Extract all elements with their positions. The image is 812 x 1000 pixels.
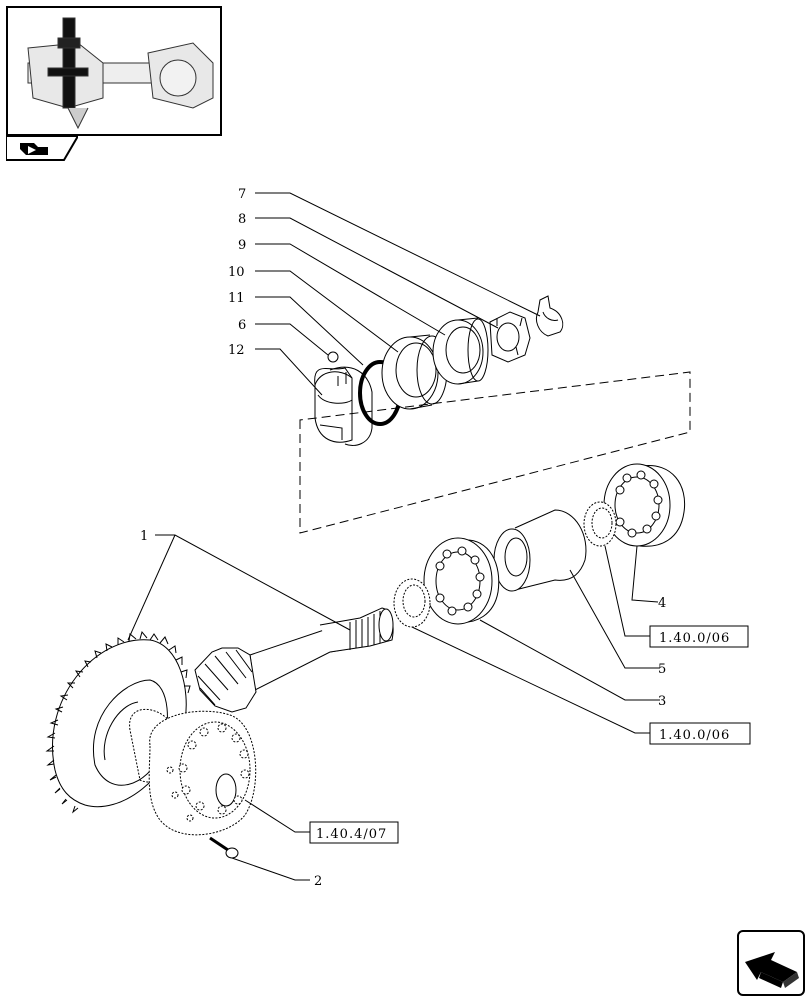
- axle-thumbnail-icon: [27, 17, 214, 130]
- callout-1: 1: [140, 529, 148, 544]
- callout-12: 12: [228, 343, 245, 358]
- assembly-dashed-outline: [299, 371, 691, 534]
- ref-box-c[interactable]: [309, 821, 399, 844]
- callout-3: 3: [658, 694, 666, 709]
- ref-box-a[interactable]: [649, 625, 749, 648]
- callout-11: 11: [228, 291, 245, 306]
- assembly-thumbnail[interactable]: [6, 6, 222, 136]
- differential-housing-part: [129, 708, 257, 836]
- split-collar-part: [314, 366, 373, 446]
- callout-10: 10: [228, 265, 245, 280]
- callout-6: 6: [238, 318, 246, 333]
- callout-8: 8: [238, 212, 246, 227]
- previous-page-button[interactable]: [737, 930, 805, 996]
- spacer-sleeve-part: [493, 509, 587, 592]
- shim-washer-right: [583, 501, 617, 547]
- bearing-cone-part: [432, 317, 489, 385]
- ref-label-c[interactable]: 1.40.4/07: [316, 827, 387, 842]
- previous-page-arrow-icon: [745, 952, 799, 988]
- bolt-part: [209, 836, 239, 859]
- ref-label-b[interactable]: 1.40.0/06: [659, 728, 730, 743]
- lock-washer-part: [535, 295, 564, 337]
- ref-box-b[interactable]: [649, 722, 751, 745]
- ring-nut-part: [489, 311, 531, 363]
- shim-washer-left: [393, 578, 431, 628]
- book-arrow-icon: [5, 135, 80, 161]
- bearing-left-part: [423, 537, 500, 625]
- callout-2: 2: [314, 874, 322, 889]
- callout-4: 4: [658, 596, 666, 611]
- bearing-right-part: [603, 463, 686, 547]
- pinion-shaft-part: [194, 607, 394, 713]
- ball-part: [327, 351, 339, 363]
- catalog-tab[interactable]: [5, 135, 80, 166]
- callout-5: 5: [658, 662, 666, 677]
- ref-label-a[interactable]: 1.40.0/06: [659, 631, 730, 646]
- callout-7: 7: [238, 187, 246, 202]
- callout-9: 9: [238, 238, 246, 253]
- leader-lines: [127, 192, 660, 881]
